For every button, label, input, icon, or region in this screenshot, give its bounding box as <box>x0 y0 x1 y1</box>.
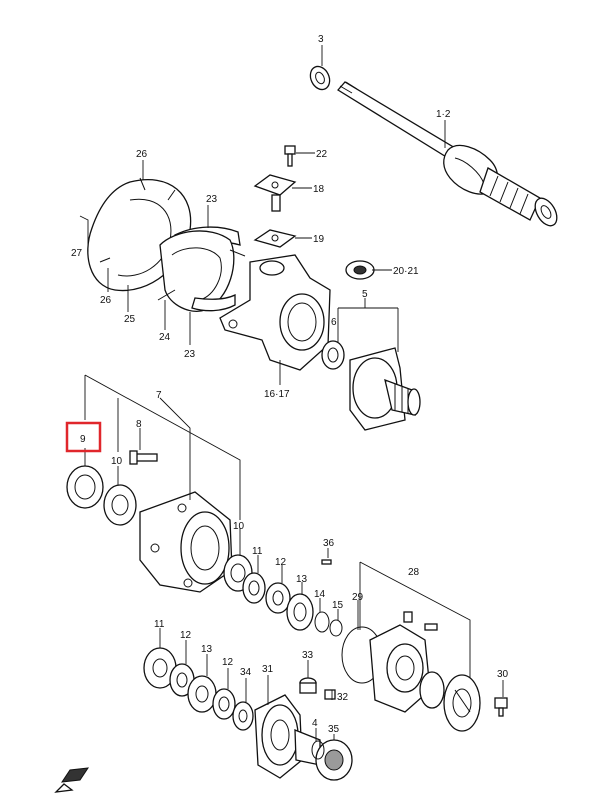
highlight-box <box>65 421 102 453</box>
callout-19: 19 <box>313 234 325 245</box>
cover-35 <box>315 739 353 781</box>
callout-12c: 12 <box>222 657 234 668</box>
callout-1-2: 1·2 <box>436 109 451 120</box>
front-hub-7 <box>139 491 233 593</box>
callout-6: 6 <box>331 317 337 328</box>
callout-22: 22 <box>316 149 328 160</box>
bearing-10-inner <box>103 484 137 526</box>
callout-29: 29 <box>352 592 364 603</box>
bearing-20-21 <box>345 260 375 280</box>
callout-3: 3 <box>318 34 324 45</box>
leader-lines <box>79 45 504 741</box>
steering-knuckle <box>219 254 331 371</box>
callout-12: 12 <box>275 557 287 568</box>
bolt-32 <box>324 689 336 700</box>
callout-32: 32 <box>337 692 349 703</box>
washer-11 <box>242 572 266 604</box>
callout-9: 9 <box>80 434 86 445</box>
screw-36 <box>321 559 332 565</box>
callout-33: 33 <box>302 650 314 661</box>
callout-11b: 11 <box>154 619 165 630</box>
free-wheel-hub-28 <box>341 611 481 732</box>
oil-seal-9 <box>66 465 104 509</box>
shim-19 <box>253 229 297 248</box>
callout-20-21: 20·21 <box>393 266 419 277</box>
callout-8: 8 <box>136 419 142 430</box>
callout-12b: 12 <box>180 630 192 641</box>
callout-31: 31 <box>262 664 274 675</box>
callout-27: 27 <box>71 248 83 259</box>
callout-35: 35 <box>328 724 340 735</box>
front-arrow-icon <box>54 767 90 793</box>
drive-shaft <box>337 81 558 227</box>
callout-16-17: 16·17 <box>264 389 290 400</box>
callout-13b: 13 <box>201 644 213 655</box>
kingpin-cap-18 <box>253 174 297 212</box>
callout-34: 34 <box>240 667 252 678</box>
locking-hub-body-31 <box>254 694 321 779</box>
lock-washer-13 <box>286 593 314 631</box>
callout-23b: 23 <box>184 349 196 360</box>
callout-10b: 10 <box>233 521 245 532</box>
callout-26: 26 <box>136 149 148 160</box>
oil-seal-3 <box>309 65 331 91</box>
hub-bolt-8 <box>129 450 158 465</box>
callout-30: 30 <box>497 669 509 680</box>
callout-5: 5 <box>362 289 368 300</box>
lock-nut-12 <box>265 582 291 614</box>
circlip-15 <box>329 619 343 637</box>
ring-14 <box>314 611 330 633</box>
callout-36: 36 <box>323 538 335 549</box>
callout-13: 13 <box>296 574 308 585</box>
callout-24: 24 <box>159 332 171 343</box>
callout-25: 25 <box>124 314 136 325</box>
brake-shoes <box>157 226 246 312</box>
callout-10: 10 <box>111 456 123 467</box>
callout-15: 15 <box>332 600 344 611</box>
cap-33 <box>299 677 317 694</box>
callout-23: 23 <box>206 194 218 205</box>
ring-4 <box>311 740 325 760</box>
spindle-5 <box>349 347 421 431</box>
callout-4: 4 <box>312 718 318 729</box>
callout-7: 7 <box>156 390 162 401</box>
bolt-30 <box>494 697 508 717</box>
callout-14: 14 <box>314 589 326 600</box>
callout-labels: 3 1·2 26 22 18 23 27 19 20·21 26 25 24 5… <box>71 34 509 735</box>
callout-18: 18 <box>313 184 325 195</box>
lower-hub-washers <box>143 647 254 731</box>
callout-11: 11 <box>252 546 263 557</box>
callout-26b: 26 <box>100 295 112 306</box>
bolt-22 <box>284 145 296 167</box>
seal-6 <box>321 340 345 370</box>
callout-28: 28 <box>408 567 420 578</box>
